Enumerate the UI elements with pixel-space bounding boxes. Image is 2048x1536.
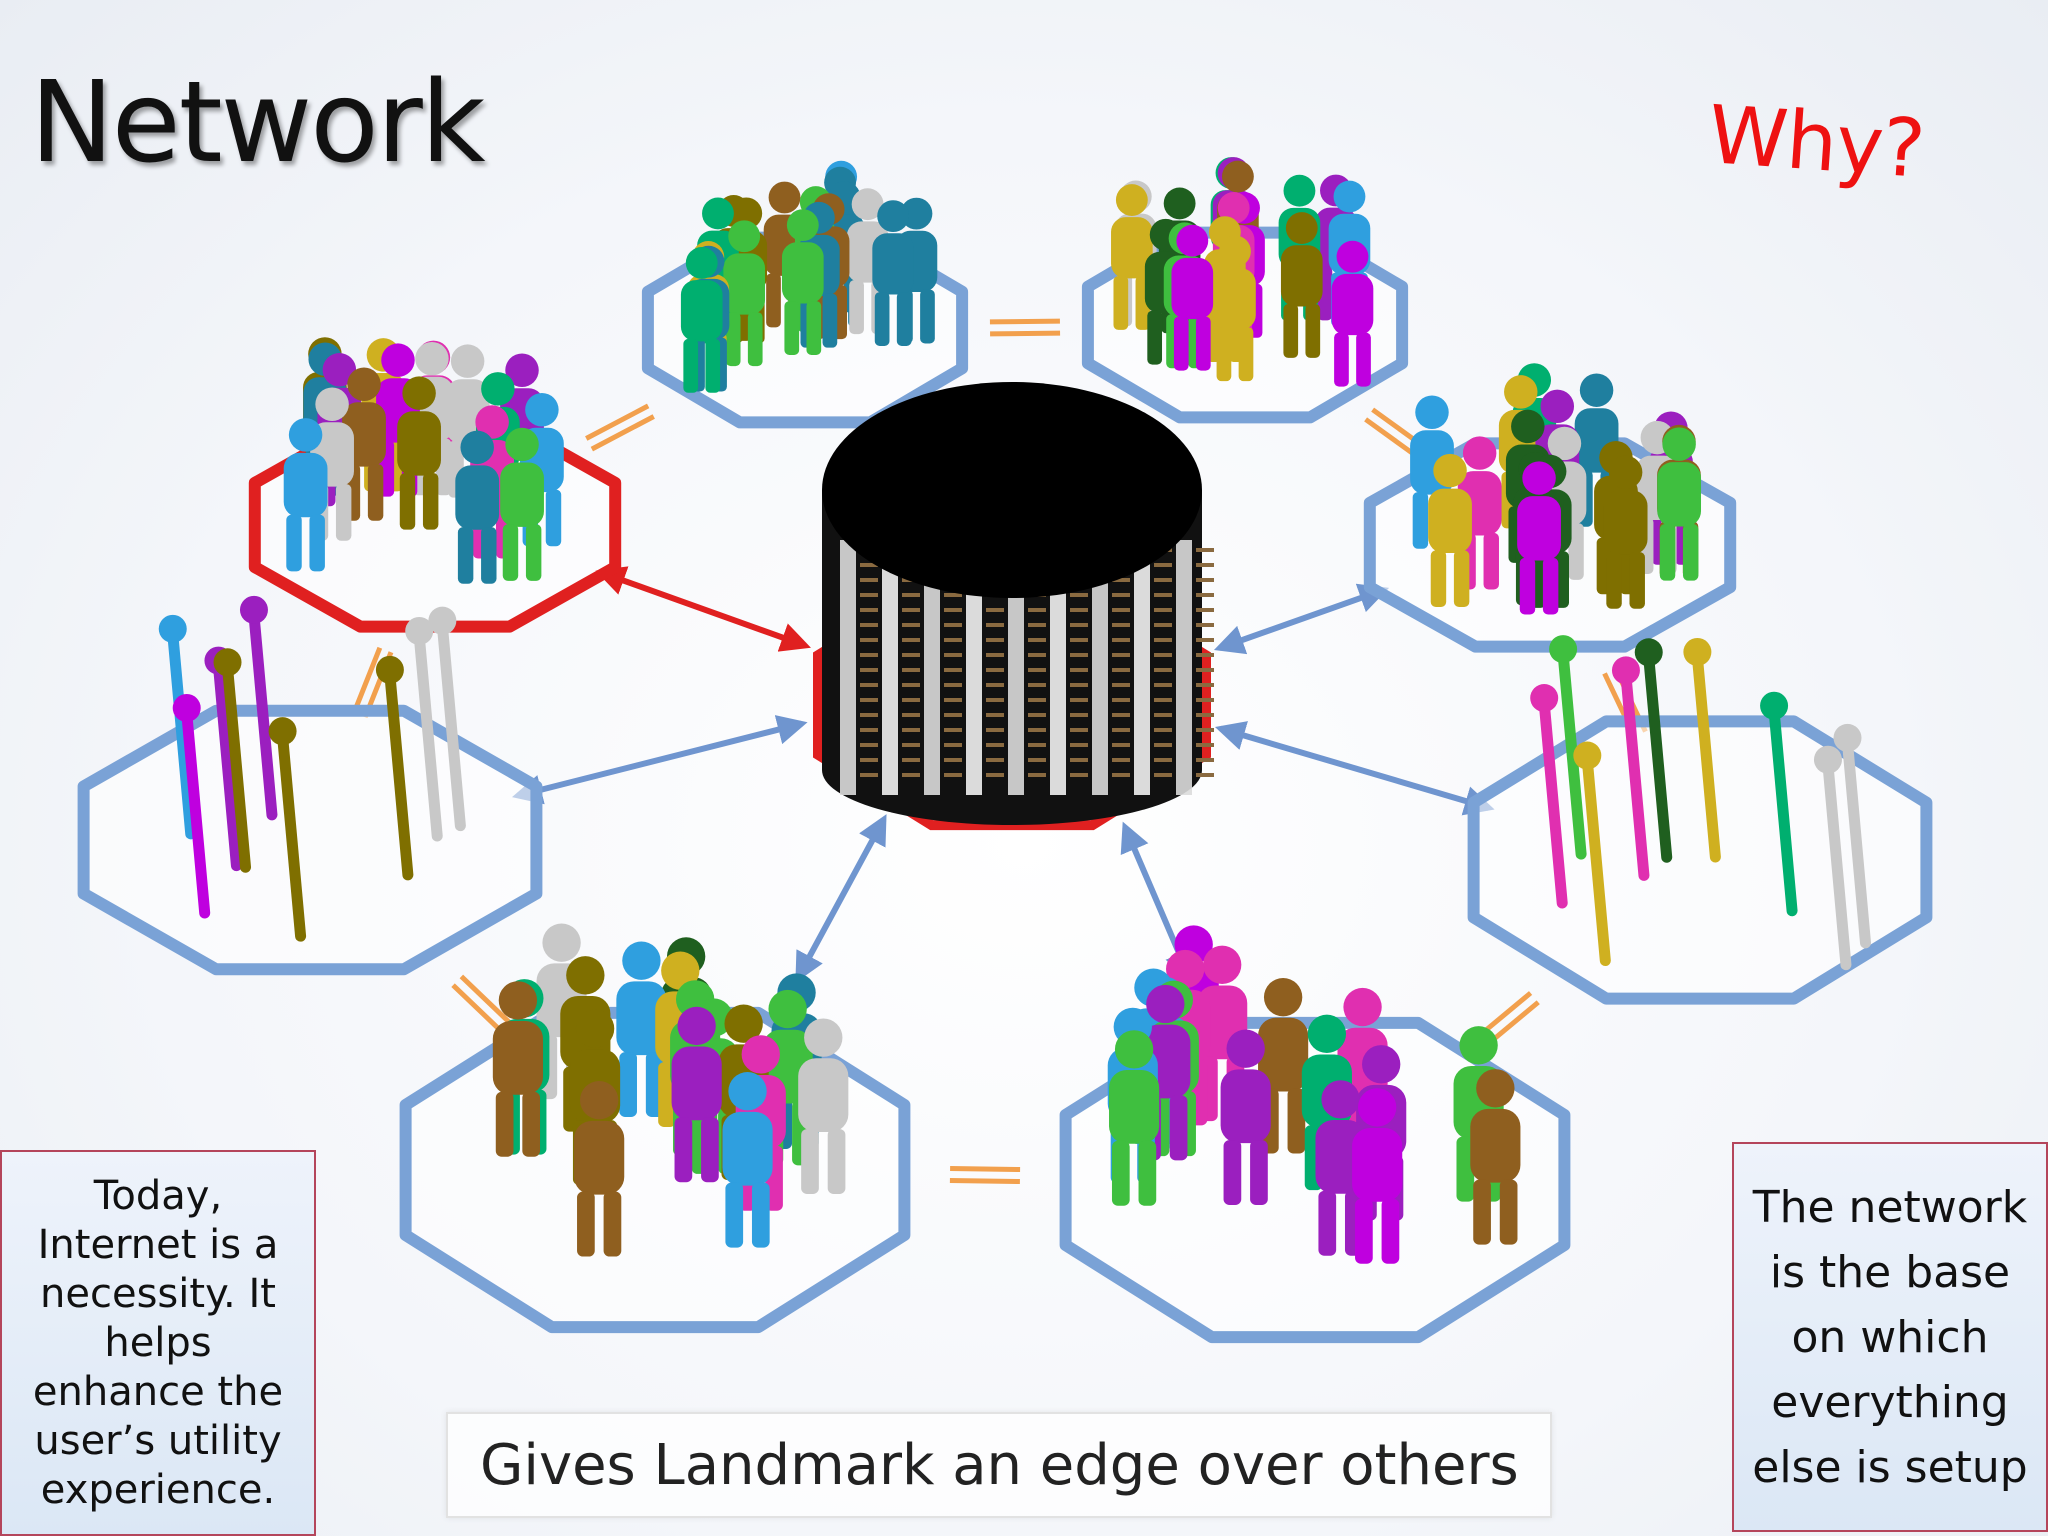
group-link <box>949 1177 1020 1185</box>
user-pin-icon <box>1683 637 1721 863</box>
group-link <box>351 646 383 714</box>
user-group-bottom-left <box>399 923 911 1334</box>
hub-arrow <box>511 715 808 805</box>
user-pin-icon <box>239 595 278 821</box>
user-pin-icon <box>158 614 197 840</box>
person-figure-icon <box>455 430 500 584</box>
user-group-top-left <box>641 160 969 429</box>
user-pin-icon <box>172 693 211 919</box>
person-figure-icon <box>798 1018 849 1194</box>
person-figure-icon <box>1280 212 1323 358</box>
user-group-bottom-right <box>1059 925 1571 1344</box>
user-group-top-right <box>1081 157 1409 424</box>
group-link <box>990 330 1061 337</box>
user-pin-icon <box>428 606 466 832</box>
person-figure-icon <box>574 1081 625 1257</box>
person-figure-icon <box>1657 427 1702 581</box>
internet-necessity-text: Today, Internet is a necessity. It helps… <box>32 1172 284 1513</box>
person-figure-icon <box>1428 453 1472 608</box>
user-pin-icon <box>1634 638 1673 863</box>
server-cylinder-icon <box>813 382 1214 831</box>
user-group-upper-right <box>1363 363 1737 653</box>
user-group-middle-left <box>77 595 543 976</box>
user-pin-icon <box>1549 635 1587 860</box>
user-pin-icon <box>268 717 307 942</box>
person-figure-icon <box>397 376 441 530</box>
group-link <box>459 974 514 1027</box>
hub-arrow <box>1214 721 1495 816</box>
edge-caption: Gives Landmark an edge over others <box>446 1412 1552 1518</box>
hub-arrow <box>595 566 811 652</box>
person-figure-icon <box>722 1072 773 1248</box>
group-link <box>590 414 655 452</box>
person-figure-icon <box>872 200 914 346</box>
person-figure-icon <box>1470 1069 1521 1245</box>
person-figure-icon <box>1220 1029 1271 1206</box>
person-figure-icon <box>1258 977 1309 1154</box>
user-pin-icon <box>1573 741 1611 967</box>
hub-arrow <box>1213 583 1390 655</box>
hub-arrow <box>795 814 887 983</box>
person-figure-icon <box>1171 224 1214 371</box>
person-figure-icon <box>1517 461 1561 615</box>
user-pin-icon <box>1813 745 1852 971</box>
person-figure-icon <box>1603 455 1648 609</box>
person-figure-icon <box>781 209 824 355</box>
network-base-note: The network is the base on which everyth… <box>1732 1142 2048 1532</box>
person-figure-icon <box>723 220 766 367</box>
group-link <box>451 983 506 1036</box>
user-pin-icon <box>213 648 252 873</box>
internet-necessity-note: Today, Internet is a necessity. It helps… <box>0 1150 316 1536</box>
person-figure-icon <box>1109 1030 1160 1206</box>
slide-title: Network <box>30 58 486 188</box>
user-group-upper-left <box>248 337 622 633</box>
user-pin-icon <box>1760 691 1798 917</box>
person-figure-icon <box>680 247 723 393</box>
user-pin-icon <box>1530 684 1568 909</box>
person-figure-icon <box>500 427 544 581</box>
person-figure-icon <box>671 1006 722 1183</box>
hub-top <box>822 382 1202 598</box>
user-pin-icon <box>375 655 414 881</box>
person-figure-icon <box>1331 240 1374 387</box>
group-link <box>950 1165 1021 1173</box>
user-pin-icon <box>1833 723 1872 949</box>
group-platform <box>77 704 543 976</box>
person-figure-icon <box>283 418 328 572</box>
network-base-text: The network is the base on which everyth… <box>1752 1181 2028 1493</box>
user-group-middle-right <box>1467 635 1933 1005</box>
group-link <box>585 403 650 441</box>
edge-caption-text: Gives Landmark an edge over others <box>480 1432 1519 1498</box>
person-figure-icon <box>492 981 543 1157</box>
user-pin-icon <box>405 616 443 842</box>
person-figure-icon <box>1214 235 1256 382</box>
user-pin-icon <box>1611 656 1650 881</box>
person-figure-icon <box>1352 1088 1403 1264</box>
group-link <box>989 318 1060 325</box>
